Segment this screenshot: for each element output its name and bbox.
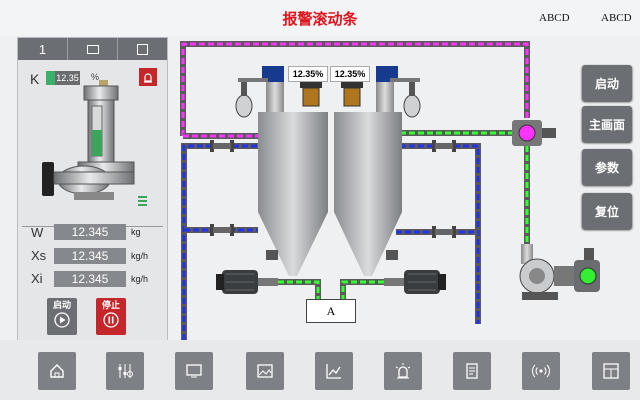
tab-number[interactable]: 1 bbox=[18, 38, 68, 60]
header-label-right: ABCD bbox=[601, 12, 632, 24]
device-icon bbox=[137, 43, 148, 55]
main-screen-button[interactable]: 主画面 bbox=[582, 106, 632, 142]
monitor-icon bbox=[186, 364, 202, 378]
row-w-unit: kg bbox=[131, 227, 141, 237]
output-box-a[interactable]: A bbox=[306, 299, 356, 323]
alarm-light-icon bbox=[395, 363, 411, 379]
right-concentration: 12.35% bbox=[330, 66, 370, 82]
left-silo bbox=[235, 66, 328, 276]
row-w-value: 12.345 bbox=[54, 224, 126, 240]
green-pipe bbox=[400, 130, 530, 246]
top-bar: 报警滚动条 ABCD ABCD bbox=[0, 0, 640, 36]
home-icon bbox=[50, 364, 64, 378]
row-w-label: W bbox=[31, 225, 44, 240]
nav-wireless-button[interactable] bbox=[522, 352, 560, 390]
row-xi-label: Xi bbox=[31, 271, 43, 286]
k-value: 12.35 bbox=[56, 73, 79, 83]
nav-layout-button[interactable] bbox=[592, 352, 630, 390]
pipe-flanges bbox=[210, 140, 456, 238]
nav-home-button[interactable] bbox=[38, 352, 76, 390]
row-xi-unit: kg/h bbox=[131, 274, 149, 284]
k-value-box: 12.35 bbox=[46, 71, 80, 85]
start-label: 启动 bbox=[52, 300, 71, 310]
trend-chart-icon bbox=[326, 364, 341, 379]
panel-start-button[interactable]: 启动 bbox=[47, 298, 77, 335]
scale-feeder-illustration bbox=[42, 85, 147, 206]
k-indicator bbox=[99, 80, 108, 89]
wireless-icon bbox=[532, 364, 550, 378]
k-label: K bbox=[30, 71, 40, 87]
row-xs-unit: kg/h bbox=[131, 251, 149, 261]
left-concentration: 12.35% bbox=[288, 66, 328, 82]
left-status-panel: 1 K 12.35 % W 12.345 kg Xs 12.345 kg/h bbox=[17, 37, 168, 342]
row-xs-value: 12.345 bbox=[54, 248, 126, 264]
nav-report-button[interactable] bbox=[453, 352, 491, 390]
sliders-icon bbox=[118, 364, 133, 378]
nav-image-button[interactable] bbox=[246, 352, 284, 390]
alarm-scroll-title: 报警滚动条 bbox=[282, 12, 358, 28]
right-motor bbox=[384, 270, 446, 294]
tab-device[interactable] bbox=[118, 38, 167, 60]
play-icon bbox=[54, 312, 70, 328]
left-panel-tabs: 1 bbox=[18, 38, 167, 60]
magenta-pipe bbox=[180, 41, 530, 139]
pause-icon bbox=[103, 312, 119, 328]
alarm-light-icon[interactable] bbox=[139, 68, 157, 86]
nav-trend-button[interactable] bbox=[315, 352, 353, 390]
left-motor bbox=[216, 270, 278, 294]
params-button[interactable]: 参数 bbox=[582, 149, 632, 185]
layout-icon bbox=[603, 363, 619, 379]
row-xs-label: Xs bbox=[31, 248, 47, 263]
right-pump bbox=[519, 244, 600, 300]
nav-alarm-button[interactable] bbox=[384, 352, 422, 390]
reset-button[interactable]: 复位 bbox=[582, 193, 632, 229]
start-button[interactable]: 启动 bbox=[582, 65, 632, 101]
image-icon bbox=[257, 364, 273, 378]
k-fill-bar bbox=[46, 71, 55, 85]
report-icon bbox=[466, 363, 478, 379]
magenta-valve bbox=[512, 120, 556, 146]
header-label-left: ABCD bbox=[539, 12, 570, 24]
row-xi-value: 12.345 bbox=[54, 271, 126, 287]
tab-monitor[interactable] bbox=[68, 38, 118, 60]
output-pipes bbox=[278, 279, 384, 300]
monitor-icon bbox=[86, 44, 99, 54]
stop-label: 停止 bbox=[101, 300, 120, 310]
nav-sliders-button[interactable] bbox=[106, 352, 144, 390]
nav-monitor-button[interactable] bbox=[175, 352, 213, 390]
panel-stop-button[interactable]: 停止 bbox=[96, 298, 126, 335]
silo-valves bbox=[266, 250, 398, 260]
right-silo bbox=[334, 66, 421, 276]
k-unit: % bbox=[91, 72, 100, 82]
